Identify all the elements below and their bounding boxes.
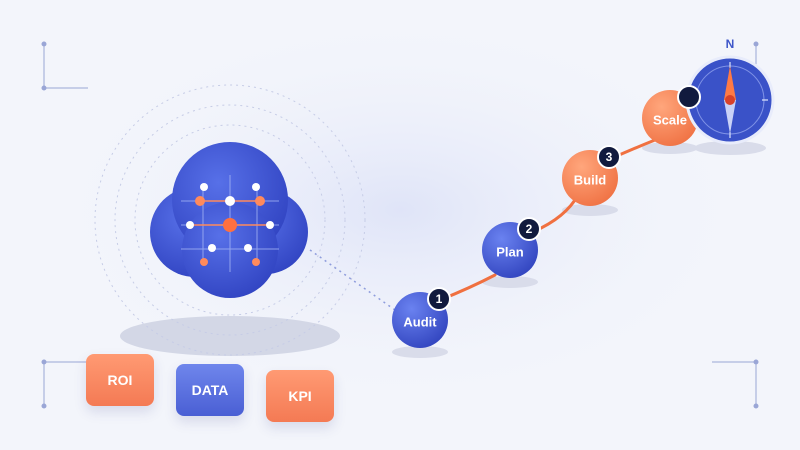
- cloud-shadow: [120, 316, 340, 356]
- step-label-audit: Audit: [403, 314, 437, 330]
- step-label-build: Build: [573, 172, 607, 188]
- step-badge-2: 2: [517, 217, 541, 241]
- data-tag: DATA: [176, 364, 244, 416]
- step-label-scale: Scale: [653, 112, 687, 128]
- corner-bracket-top-left: [41, 41, 88, 91]
- roi-tag: ROI: [86, 354, 154, 406]
- cloud-rings: [94, 84, 366, 356]
- step-badge-4: [677, 85, 701, 109]
- step-shadows: [392, 141, 766, 358]
- compass-north-label: N: [725, 37, 735, 51]
- background-glow: [40, 10, 760, 410]
- corner-bracket-bottom-right: [712, 359, 759, 409]
- corner-bracket-bottom-left: [41, 359, 88, 409]
- step-badge-3: 3: [597, 145, 621, 169]
- step-badge-1: 1: [427, 287, 451, 311]
- step-label-plan: Plan: [496, 244, 524, 260]
- cloud-network-icon: [150, 142, 308, 298]
- kpi-tag: KPI: [266, 370, 334, 422]
